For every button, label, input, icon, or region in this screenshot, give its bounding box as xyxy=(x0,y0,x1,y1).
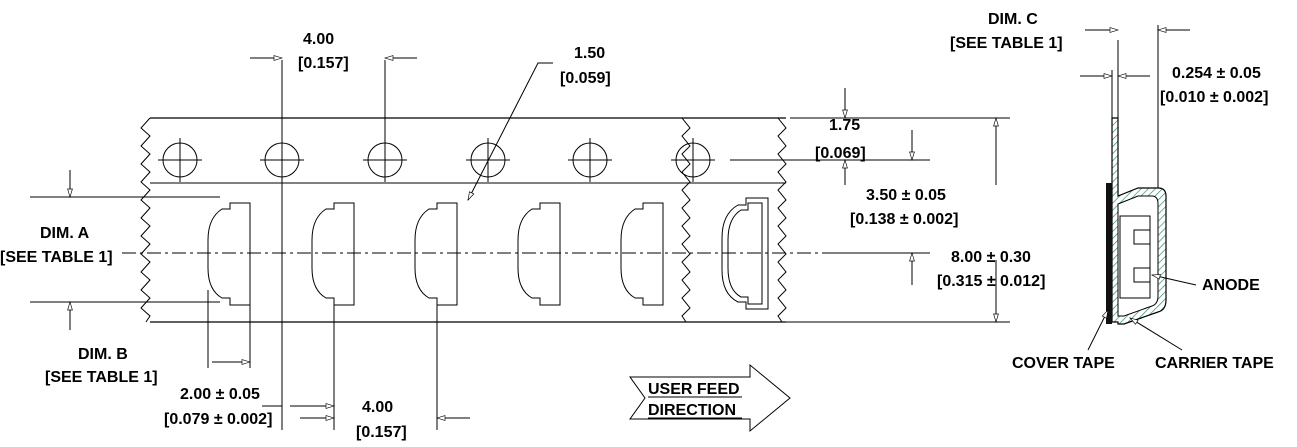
feed-direction-arrow xyxy=(629,363,791,433)
feed-direction-line1: USER FEED xyxy=(648,381,740,398)
dim-c-label: DIM. C xyxy=(988,11,1038,28)
cover-tape-label: COVER TAPE xyxy=(1012,355,1115,372)
pitch-top-in: [0.157] xyxy=(298,55,349,72)
pocket-pitch-in: [0.157] xyxy=(356,424,407,441)
dim-a-ref: [SEE TABLE 1] xyxy=(0,249,113,266)
pocket xyxy=(517,202,561,306)
hole-to-pocket-mm: 3.50 ± 0.05 xyxy=(866,187,946,204)
left-break-line xyxy=(140,117,151,323)
pocket-offset-mm: 2.00 ± 0.05 xyxy=(180,386,260,403)
dim-b-label: DIM. B xyxy=(78,346,128,363)
width-mm: 8.00 ± 0.30 xyxy=(951,249,1031,266)
dim-a-label: DIM. A xyxy=(40,225,90,242)
pockets xyxy=(207,197,769,310)
thickness-in: [0.010 ± 0.002] xyxy=(1160,89,1268,106)
led-component xyxy=(1119,215,1151,299)
tape-top-view xyxy=(30,58,1010,430)
right-break-line-1 xyxy=(681,117,691,323)
anode-label: ANODE xyxy=(1202,277,1260,294)
hole-dia-mm: 1.50 xyxy=(574,45,605,62)
dim-b-ref: [SEE TABLE 1] xyxy=(45,369,158,386)
tape-section-view xyxy=(1080,25,1197,351)
pocket xyxy=(414,202,458,306)
hole-dia-in: [0.059] xyxy=(560,70,611,87)
pocket-with-component xyxy=(721,197,769,310)
dim-c-ref: [SEE TABLE 1] xyxy=(950,35,1063,52)
edge-mm: 1.75 xyxy=(829,117,860,134)
cover-tape xyxy=(1106,183,1112,324)
feed-direction-line2: DIRECTION xyxy=(648,402,736,419)
pocket-offset-in: [0.079 ± 0.002] xyxy=(164,411,272,428)
width-in: [0.315 ± 0.012] xyxy=(937,273,1045,290)
edge-in: [0.069] xyxy=(815,145,866,162)
sprocket-holes xyxy=(158,138,715,182)
pocket xyxy=(207,202,251,306)
pocket xyxy=(311,202,355,306)
hole-to-pocket-in: [0.138 ± 0.002] xyxy=(850,211,958,228)
right-break-line-2 xyxy=(777,117,787,323)
pocket-pitch-mm: 4.00 xyxy=(362,399,393,416)
pitch-top-mm: 4.00 xyxy=(303,31,334,48)
thickness-mm: 0.254 ± 0.05 xyxy=(1172,65,1261,82)
carrier-tape-label: CARRIER TAPE xyxy=(1155,355,1274,372)
pocket xyxy=(620,202,664,306)
dimension-labels: 4.00 [0.157] 1.50 [0.059] 1.75 [0.069] 3… xyxy=(0,11,1274,441)
